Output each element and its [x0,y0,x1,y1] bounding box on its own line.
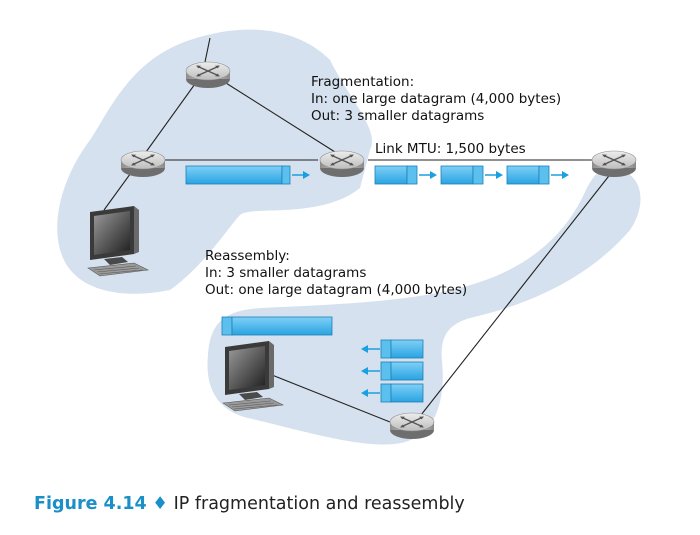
link-mtu-label: Link MTU: 1,500 bytes [375,141,526,157]
lower-network-cloud [207,168,641,445]
router-icon [389,412,435,440]
router-icon [185,61,231,89]
diamond-icon: ♦ [152,494,168,514]
arrow-icon [361,367,380,375]
network-links [103,37,613,423]
fragment-datagram [380,383,424,403]
fragment-datagram [440,165,484,185]
arrow-icon [361,345,380,353]
reassembly-title: Reassembly: [205,248,290,264]
arrow-icon [551,171,569,179]
router-icon [319,150,365,178]
router-icon [591,150,637,178]
arrow-icon [419,171,437,179]
fragment-datagram [380,339,424,359]
figure-number: Figure 4.14 [34,494,147,514]
arrow-icon [292,171,310,179]
fragmentation-in: In: one large datagram (4,000 bytes) [311,91,562,107]
figure-caption-text: IP fragmentation and reassembly [173,494,465,514]
fragment-datagram [380,361,424,381]
reassembly-in: In: 3 smaller datagrams [205,265,367,281]
reassembly-out: Out: one large datagram (4,000 bytes) [205,282,468,298]
fragmentation-note: Fragmentation: In: one large datagram (4… [311,74,561,125]
reassembled-datagram [221,316,333,336]
arrow-icon [485,171,503,179]
arrow-icon [361,389,380,397]
router-icon [120,150,166,178]
reassembly-note: Reassembly: In: 3 smaller datagrams Out:… [205,248,467,299]
fragment-datagram [506,165,550,185]
large-datagram [185,165,291,185]
fragmentation-title: Fragmentation: [311,74,415,90]
fragment-datagram [374,165,418,185]
fragmentation-out: Out: 3 smaller datagrams [311,108,485,124]
figure-caption: Figure 4.14 ♦ IP fragmentation and reass… [34,494,465,514]
